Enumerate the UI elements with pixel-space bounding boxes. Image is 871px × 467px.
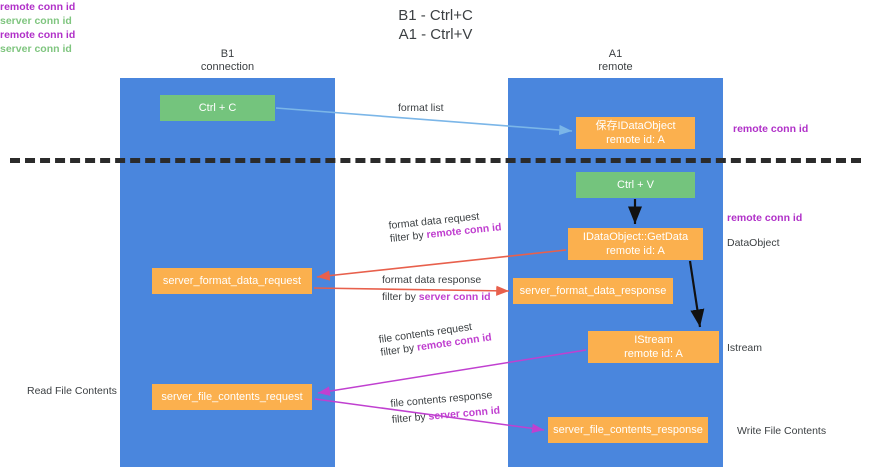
side-label-left-server-conn-id-bot: server conn id [0, 43, 72, 55]
node-ctrl-c[interactable]: Ctrl + C [160, 95, 275, 121]
diagram-title: B1 - Ctrl+C A1 - Ctrl+V [0, 6, 871, 44]
node-server-file-contents-response[interactable]: server_file_contents_response [548, 417, 708, 443]
node-save-idataobject-line2: remote id: A [606, 134, 665, 146]
lane-header-a1-role: remote [598, 61, 633, 73]
edge-label-format-list: format list [398, 102, 444, 115]
node-server-file-contents-response-label: server_file_contents_response [553, 424, 703, 436]
filter-by-prefix: filter by [391, 410, 430, 426]
lane-header-a1-name: A1 [608, 48, 623, 60]
node-idataobject-getdata[interactable]: IDataObject::GetData remote id: A [568, 228, 703, 260]
lane-header-b1: B1 connection [120, 48, 335, 74]
node-server-format-data-request-label: server_format_data_request [162, 275, 302, 287]
node-idataobject-getdata-line1: IDataObject::GetData [582, 231, 689, 243]
node-istream-line2: remote id: A [624, 348, 683, 360]
node-server-format-data-response-label: server_format_data_response [519, 285, 667, 297]
side-label-write-file-contents: Write File Contents [737, 425, 827, 437]
arrow-file-contents-response [314, 398, 545, 434]
node-istream-line1: IStream [634, 334, 673, 346]
arrow-format-list [275, 107, 573, 136]
side-label-dataobject: DataObject [727, 237, 780, 249]
server-conn-id-token: server conn id [418, 291, 491, 303]
node-ctrl-v[interactable]: Ctrl + V [576, 172, 695, 198]
node-ctrl-c-label: Ctrl + C [198, 102, 237, 114]
side-label-group-left-bottom: remote conn id server conn id [0, 28, 871, 56]
lane-header-a1: A1 remote [508, 48, 723, 74]
arrow-format-data-request [316, 249, 567, 281]
side-label-remote-conn-id-top: remote conn id [733, 123, 809, 135]
filter-by-prefix: filter by [382, 291, 419, 303]
filter-by-prefix: filter by [389, 229, 428, 245]
title-line-2: A1 - Ctrl+V [398, 26, 473, 43]
node-server-file-contents-request[interactable]: server_file_contents_request [152, 384, 312, 410]
node-ctrl-v-label: Ctrl + V [617, 179, 654, 191]
node-server-file-contents-request-label: server_file_contents_request [161, 391, 303, 403]
section-divider [10, 158, 861, 163]
node-save-idataobject-line1: 保存IDataObject [595, 120, 676, 132]
node-istream[interactable]: IStream remote id: A [588, 331, 719, 363]
arrow-format-data-response [313, 285, 510, 296]
side-label-istream: Istream [727, 342, 763, 354]
edge-label-format-list-line1: format list [398, 102, 444, 114]
node-server-format-data-request[interactable]: server_format_data_request [152, 268, 312, 294]
node-server-format-data-response[interactable]: server_format_data_response [513, 278, 673, 304]
side-label-remote-conn-id-mid: remote conn id [727, 212, 803, 224]
lane-header-b1-role: connection [200, 61, 255, 73]
title-line-1: B1 - Ctrl+C [398, 7, 473, 24]
node-save-idataobject[interactable]: 保存IDataObject remote id: A [576, 117, 695, 149]
arrow-getdata-to-istream [688, 260, 705, 328]
side-label-left-server-conn-id-mid: server conn id [0, 15, 72, 27]
arrow-file-contents-request [317, 349, 587, 396]
lane-header-b1-name: B1 [220, 48, 235, 60]
node-idataobject-getdata-line2: remote id: A [606, 245, 665, 257]
edge-label-format-data-response-line1: format data response [382, 274, 482, 286]
edge-label-format-data-response: format data response filter by server co… [382, 274, 491, 304]
side-label-group-left-mid: remote conn id server conn id [0, 0, 871, 28]
edge-label-format-data-response-line2: filter by server conn id [382, 291, 491, 304]
side-label-left-remote-conn-id-mid: remote conn id [0, 1, 76, 13]
side-label-left-remote-conn-id-bot: remote conn id [0, 29, 76, 41]
side-label-read-file-contents: Read File Contents [27, 385, 117, 397]
